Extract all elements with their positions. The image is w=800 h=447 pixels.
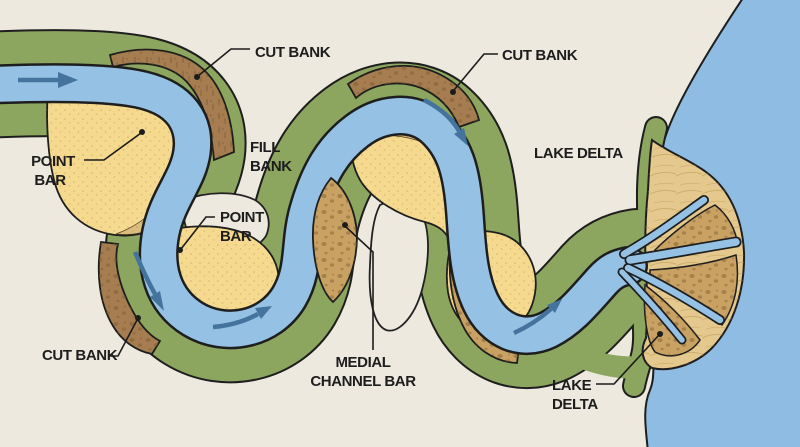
leader-dot bbox=[342, 222, 348, 228]
label-cut-bank-bottom-left: CUT BANK bbox=[42, 347, 118, 364]
river bbox=[0, 63, 648, 355]
label-lake-delta-top: LAKE DELTA bbox=[534, 145, 623, 162]
flow-arrow-icon bbox=[132, 251, 157, 296]
leader-dot bbox=[450, 89, 456, 95]
leader-cut-bank-top-right bbox=[453, 53, 498, 91]
leader-dot bbox=[135, 315, 141, 321]
flow-arrow-head bbox=[58, 72, 78, 88]
label-lake-delta-bottom-line1: LAKE bbox=[552, 377, 592, 394]
leader-point-bar-middle bbox=[180, 216, 215, 250]
labels: CUT BANK POINT BAR FILL BANK POINT BAR C… bbox=[31, 44, 624, 413]
cut-bank-3-texture bbox=[348, 65, 479, 127]
leader-dot bbox=[139, 129, 145, 135]
distributary-water bbox=[619, 196, 740, 343]
leader-dot bbox=[194, 74, 200, 80]
cut-bank-4-texture bbox=[449, 238, 519, 363]
flow-arrows bbox=[18, 72, 562, 336]
delta-bar-3-texture bbox=[644, 285, 700, 356]
leader-lines bbox=[84, 48, 663, 385]
delta-bar-2-texture bbox=[650, 255, 738, 325]
label-point-bar-middle-line1: POINT bbox=[220, 209, 264, 226]
label-fill-bank-line2: BANK bbox=[250, 158, 292, 175]
leader-lake-delta-bottom bbox=[596, 334, 660, 385]
label-point-bar-left-line2: BAR bbox=[34, 172, 66, 189]
flow-arrow-icon bbox=[422, 97, 461, 133]
flow-arrow-icon bbox=[513, 307, 553, 336]
cut-banks bbox=[97, 48, 521, 364]
cut-bank-1-texture bbox=[110, 49, 234, 160]
leader-cut-bank-top-left bbox=[197, 48, 250, 77]
delta-distributaries bbox=[617, 195, 742, 345]
flow-arrow-head bbox=[150, 291, 164, 311]
flow-arrow-icon bbox=[212, 312, 260, 330]
medial-channel-bar-texture bbox=[312, 178, 357, 302]
leader-medial-channel-bar bbox=[345, 226, 374, 350]
label-fill-bank-line1: FILL bbox=[250, 139, 280, 156]
leader-cut-bank-bottom-left bbox=[110, 319, 138, 357]
flow-arrow-head bbox=[255, 306, 272, 319]
label-point-bar-left-line1: POINT bbox=[31, 153, 75, 170]
medial-channel-bar bbox=[312, 176, 358, 304]
label-point-bar-middle-line2: BAR bbox=[220, 228, 252, 245]
flow-arrow-head bbox=[454, 128, 468, 146]
label-medial-channel-bar-line1: MEDIAL bbox=[335, 354, 390, 371]
label-cut-bank-top-right: CUT BANK bbox=[502, 47, 578, 64]
leader-dot bbox=[177, 247, 183, 253]
flow-arrow-head bbox=[547, 299, 562, 313]
leader-dot bbox=[657, 331, 663, 337]
label-lake-delta-bottom-line2: DELTA bbox=[552, 396, 598, 413]
label-cut-bank-top-left: CUT BANK bbox=[255, 44, 331, 61]
label-medial-channel-bar-line2: CHANNEL BAR bbox=[310, 373, 416, 390]
leader-point-bar-left bbox=[84, 132, 142, 161]
cut-bank-2-texture bbox=[98, 242, 160, 354]
river-water bbox=[0, 65, 646, 353]
